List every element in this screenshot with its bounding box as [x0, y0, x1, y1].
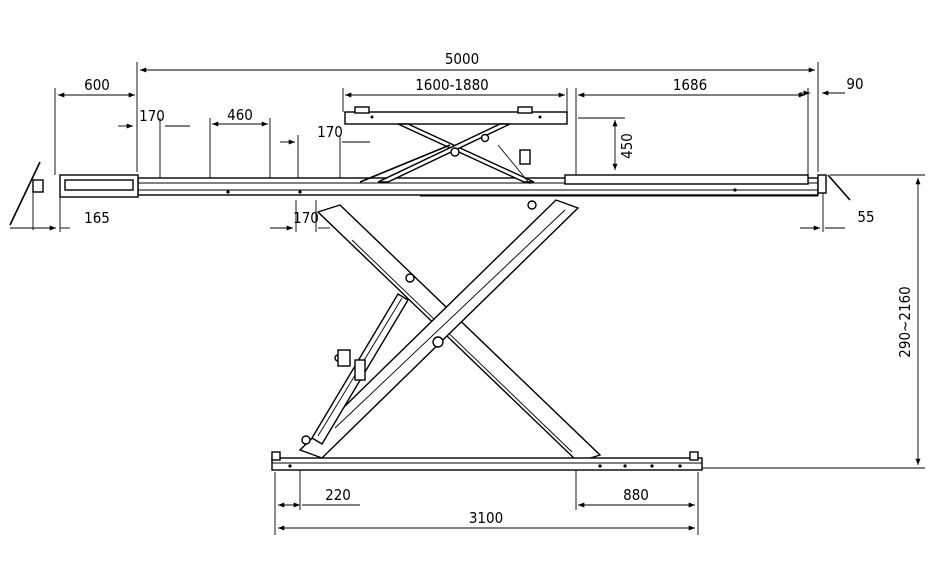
dim-left-extension: 600 — [84, 76, 110, 94]
dim-total-length: 5000 — [445, 50, 479, 68]
dim-base-880: 880 — [623, 486, 649, 504]
dim-gap-170-mid: 170 — [317, 123, 343, 141]
base-frame — [271, 451, 703, 471]
dim-end-55: 55 — [857, 208, 874, 226]
secondary-platform — [344, 106, 568, 185]
main-runway — [9, 161, 851, 226]
dim-right-gap: 90 — [846, 75, 863, 93]
dim-platform-range: 1600-1880 — [415, 76, 489, 94]
dim-gap-170-top: 170 — [139, 107, 165, 125]
dimension-lines — [10, 62, 925, 535]
dim-height-range: 290~2160 — [896, 286, 914, 357]
dim-width-460: 460 — [227, 106, 253, 124]
dimension-labels: 5000 600 1600-1880 1686 90 170 460 170 4… — [84, 50, 914, 527]
dim-right-extension: 1686 — [673, 76, 707, 94]
dim-end-165: 165 — [84, 209, 110, 227]
dim-base-length: 3100 — [469, 509, 503, 527]
main-scissor — [298, 199, 602, 463]
dim-sub-lift-height: 450 — [618, 133, 636, 159]
dim-gap-170-low: 170 — [293, 209, 319, 227]
dim-base-220: 220 — [325, 486, 351, 504]
